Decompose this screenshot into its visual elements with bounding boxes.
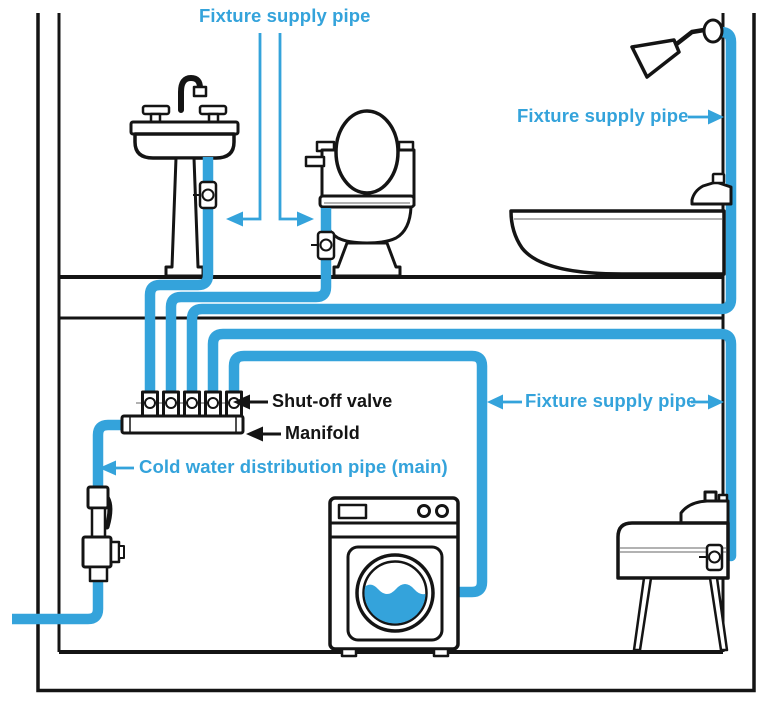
- annotation-arrows: [99, 33, 724, 476]
- utility-basin: [616, 521, 730, 580]
- sink-basin: [133, 132, 236, 160]
- valve-side-tab2: [118, 545, 125, 559]
- manifold-assembly: [120, 390, 245, 435]
- pedestal-sink: [129, 75, 240, 278]
- tub-spout: [690, 180, 733, 206]
- utility-sink: [616, 490, 730, 652]
- shower-head-icon: [630, 18, 724, 79]
- washer-water: [364, 584, 426, 624]
- toilet-rim: [318, 194, 416, 209]
- label-fixture-supply-basement: Fixture supply pipe: [525, 390, 697, 411]
- valve-neck: [90, 506, 107, 539]
- arrow-left-icon: [226, 211, 243, 227]
- label-manifold: Manifold: [285, 423, 360, 443]
- manifold-body: [120, 414, 245, 435]
- valve-top-cap: [86, 485, 110, 510]
- toilet-base: [332, 241, 402, 278]
- label-shutoff-valve: Shut-off valve: [272, 391, 393, 411]
- washing-machine: [328, 496, 460, 658]
- valve-body: [81, 535, 113, 569]
- label-fixture-supply-right: Fixture supply pipe: [517, 105, 689, 126]
- utility-sink-supply-pipe: [207, 328, 737, 562]
- sink-faucet: [178, 75, 203, 113]
- leader-line: [278, 33, 297, 221]
- arrow-left-icon: [99, 460, 116, 476]
- valve-side-tab: [109, 540, 121, 564]
- flush-handle: [304, 155, 326, 168]
- tub-body: [509, 209, 726, 276]
- washer-display: [337, 503, 368, 520]
- outer-wall: [36, 13, 756, 693]
- sink-deck: [129, 120, 240, 136]
- manifold-shutoff-valves: [144, 397, 240, 409]
- arrow-right-icon: [297, 211, 314, 227]
- toilet: [304, 109, 416, 278]
- arrow-right-icon: [708, 394, 724, 410]
- utility-leg-left: [632, 576, 653, 652]
- utility-faucet: [679, 499, 730, 525]
- arrow-left-icon: [487, 394, 503, 410]
- arrow-left-icon: [233, 394, 250, 410]
- sink-pedestal: [164, 156, 205, 278]
- valve-bottom-cap: [88, 565, 109, 583]
- arrow-right-icon: [708, 109, 724, 125]
- washer-foot: [432, 647, 450, 658]
- tub-spout-knob: [711, 172, 726, 185]
- leader-line: [243, 33, 262, 221]
- shower-head-cone: [630, 38, 681, 79]
- arrow-left-icon: [246, 426, 263, 442]
- toilet-bowl: [321, 205, 413, 245]
- label-fixture-supply-top: Fixture supply pipe: [199, 5, 371, 26]
- washer-knob: [435, 504, 449, 518]
- washer-knob: [417, 504, 431, 518]
- utility-leg-right: [708, 576, 729, 652]
- sink-supply-pipe: [144, 157, 218, 398]
- shower-wall-fitting: [702, 18, 724, 44]
- washer-foot: [340, 647, 358, 658]
- label-cold-water-main: Cold water distribution pipe (main): [139, 456, 448, 477]
- washer-supply-pipe: [228, 350, 488, 598]
- sink-spout-tip: [192, 85, 208, 98]
- bathtub: [509, 172, 733, 276]
- main-shutoff-valve: [81, 485, 125, 583]
- toilet-lid: [334, 109, 400, 195]
- toilet-supply-pipe: [165, 208, 336, 398]
